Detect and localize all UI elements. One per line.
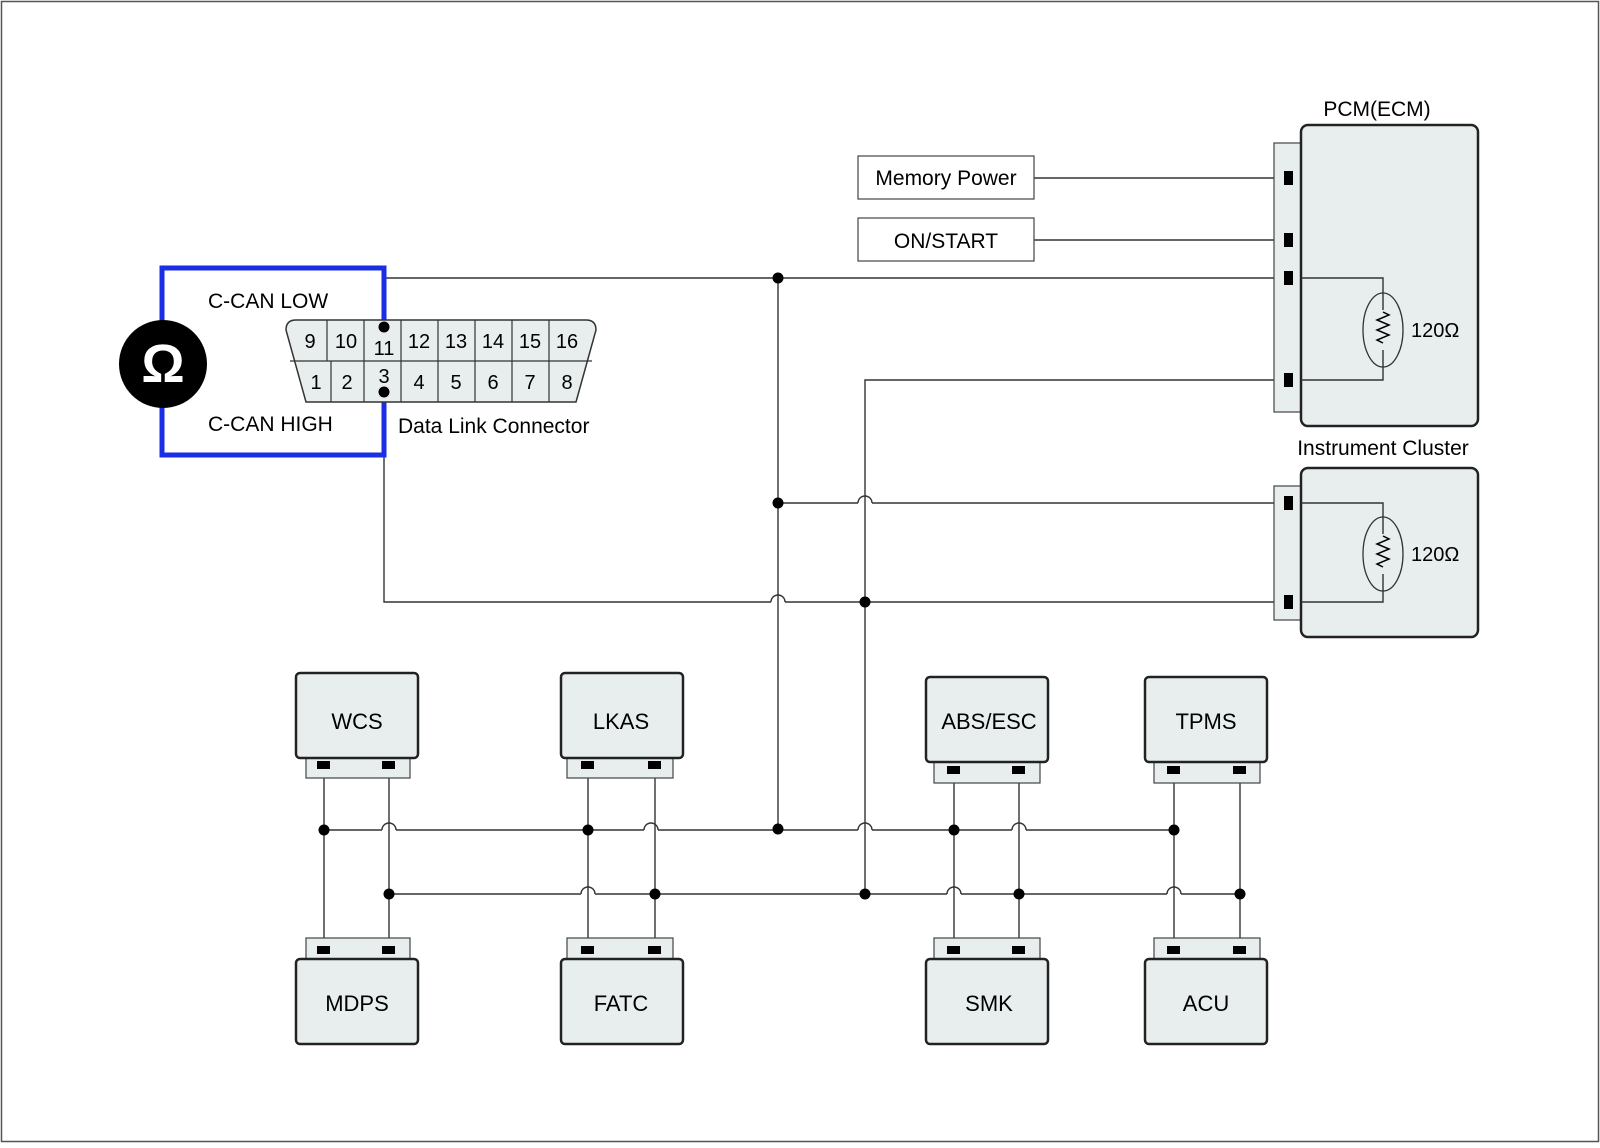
module-mdps: MDPS xyxy=(294,937,420,1046)
cluster-box xyxy=(1299,466,1480,639)
dlc-top-pin-15: 15 xyxy=(519,331,541,353)
module-tpms: TPMS xyxy=(1143,675,1269,784)
wcs-label: WCS xyxy=(331,709,382,734)
dlc-bottom-pin-3: 3 xyxy=(378,366,389,388)
dlc-bottom-pin-8: 8 xyxy=(561,372,572,394)
dlc-top-pin-9: 9 xyxy=(304,331,315,353)
memory-power-label: Memory Power xyxy=(875,167,1016,190)
dlc-top-row: 9 10 11 12 13 14 15 16 xyxy=(304,331,578,360)
module-abs-esc: ABS/ESC xyxy=(924,675,1050,784)
dlc-bottom-pin-4: 4 xyxy=(413,372,424,394)
dlc-bottom-pin-2: 2 xyxy=(341,372,352,394)
on-start-label: ON/START xyxy=(894,230,998,253)
can-high-feed-wire-a xyxy=(383,392,771,603)
cluster-title: Instrument Cluster xyxy=(1297,437,1469,460)
pcm-module: PCM(ECM) 120Ω xyxy=(1273,98,1480,428)
module-smk: SMK xyxy=(924,937,1050,1046)
cluster-resistor-icon xyxy=(1375,535,1391,568)
pcm-resistor-icon xyxy=(1375,311,1391,344)
dlc-pin-11-probe xyxy=(378,321,390,333)
on-start-tag xyxy=(857,217,1035,262)
tpms-label: TPMS xyxy=(1175,709,1236,734)
cluster-resistor-label: 120Ω xyxy=(1411,544,1459,566)
pcm-box xyxy=(1299,123,1480,428)
dlc-top-pin-11: 11 xyxy=(374,338,395,360)
module-lkas: LKAS xyxy=(559,671,685,779)
module-acu: ACU xyxy=(1143,937,1269,1046)
dlc-bottom-pin-7: 7 xyxy=(524,372,535,394)
can-wires xyxy=(323,177,1384,949)
pcm-title: PCM(ECM) xyxy=(1323,98,1430,121)
acu-label: ACU xyxy=(1183,991,1229,1016)
smk-label: SMK xyxy=(965,991,1013,1016)
ohm-meter xyxy=(119,320,207,408)
dlc-bottom-pin-6: 6 xyxy=(487,372,498,394)
module-fatc: FATC xyxy=(559,937,685,1046)
can-high-vertical-bus xyxy=(864,379,1288,894)
instrument-cluster-module: Instrument Cluster 120Ω xyxy=(1273,437,1480,639)
dlc-top-pin-16: 16 xyxy=(556,331,578,353)
dlc-bottom-pin-5: 5 xyxy=(450,372,461,394)
probe-high-label: C-CAN HIGH xyxy=(208,413,333,436)
cluster-resistor-outline xyxy=(1362,516,1404,592)
module-wcs: WCS xyxy=(294,671,420,779)
dlc-top-pin-14: 14 xyxy=(482,331,504,353)
dlc-pin-3-probe xyxy=(378,386,390,398)
probe-high-wire xyxy=(159,392,387,458)
pcm-resistor-outline xyxy=(1362,292,1404,368)
mdps-label: MDPS xyxy=(325,991,389,1016)
dlc-bottom-pin-1: 1 xyxy=(310,372,321,394)
dlc-top-pin-10: 10 xyxy=(335,331,357,353)
pcm-resistor-label: 120Ω xyxy=(1411,320,1459,342)
junction-dots xyxy=(318,272,1246,900)
fatc-label: FATC xyxy=(594,991,649,1016)
ohm-icon: Ω xyxy=(141,334,184,394)
probe-low-label: C-CAN LOW xyxy=(208,290,328,313)
memory-power-tag xyxy=(857,155,1035,200)
dlc-top-pin-12: 12 xyxy=(408,331,430,353)
abs-esc-label: ABS/ESC xyxy=(941,709,1036,734)
dlc-title: Data Link Connector xyxy=(398,415,589,438)
lkas-label: LKAS xyxy=(593,709,649,734)
dlc-top-pin-13: 13 xyxy=(445,331,467,353)
